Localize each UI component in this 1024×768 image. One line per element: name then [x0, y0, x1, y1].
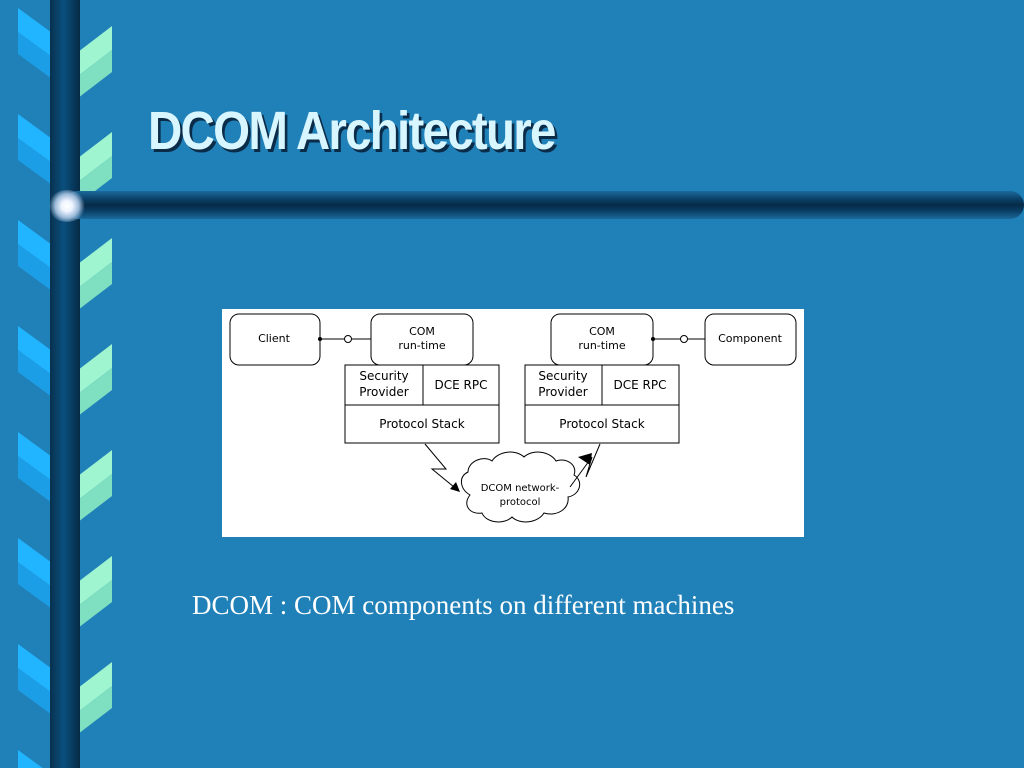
title-bar-highlight [48, 190, 86, 222]
right-dce-rpc-box [601, 364, 680, 406]
dcom-diagram: Client COM run-time Security Provider DC… [222, 309, 804, 537]
left-protocol-stack-label: Protocol Stack [379, 417, 464, 431]
left-security-label-line1: Security [359, 369, 408, 383]
right-dce-rpc-label: DCE RPC [614, 378, 667, 392]
component-box [704, 313, 797, 366]
left-security-label-line2: Provider [359, 385, 408, 399]
slide-title: DCOM Architecture [148, 101, 556, 161]
title-underline-bar [64, 191, 1024, 219]
component-interface-lollipop [680, 335, 688, 343]
right-security-provider-box [524, 364, 603, 406]
left-network-link [424, 443, 455, 488]
right-runtime-label-line2: run-time [578, 339, 626, 352]
client-interface-lollipop [344, 335, 352, 343]
network-label-line1: DCOM network- [481, 483, 560, 494]
client-label: Client [258, 332, 291, 345]
right-runtime-label-line1: COM [589, 325, 615, 338]
left-runtime-label-line2: run-time [398, 339, 446, 352]
component-label: Component [718, 332, 783, 345]
network-label-line2: protocol [500, 497, 541, 508]
left-protocol-stack-box [344, 404, 500, 444]
left-runtime-label-line1: COM [409, 325, 435, 338]
decorative-ribbon [0, 0, 112, 768]
left-security-provider-box [344, 364, 424, 406]
left-dce-rpc-box [422, 364, 500, 406]
right-security-label-line2: Provider [538, 385, 587, 399]
slide-caption: DCOM : COM components on different machi… [192, 590, 735, 620]
right-network-link [569, 443, 601, 488]
network-cloud [461, 451, 581, 523]
left-dce-rpc-label: DCE RPC [435, 378, 488, 392]
right-protocol-stack-label: Protocol Stack [559, 417, 644, 431]
right-protocol-stack-box [524, 404, 680, 444]
right-security-label-line1: Security [538, 369, 587, 383]
